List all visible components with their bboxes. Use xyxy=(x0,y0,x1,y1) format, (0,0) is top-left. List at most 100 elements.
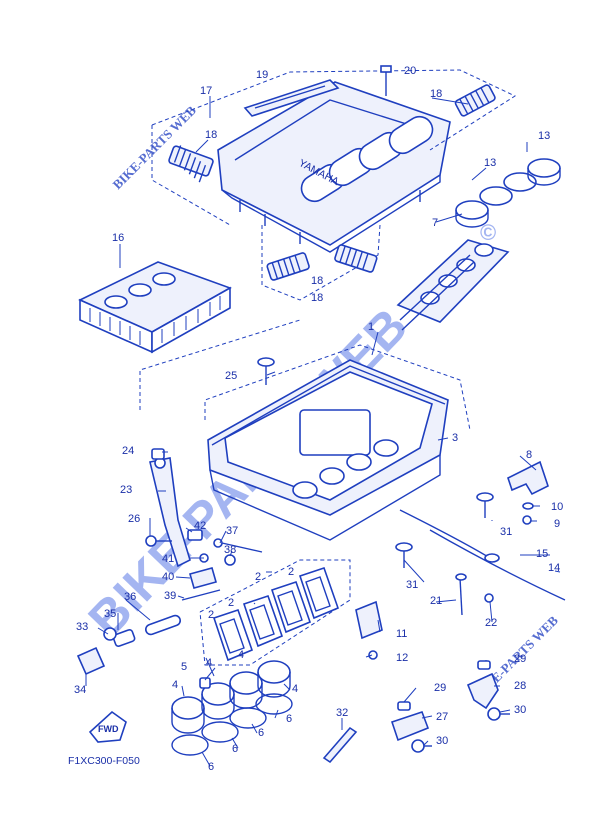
bolt-31-a xyxy=(476,492,494,518)
callout-4a: 4 xyxy=(172,679,178,691)
bracket-27 xyxy=(390,710,430,742)
bolt-30-b xyxy=(411,739,432,753)
velocity-stacks-13 xyxy=(455,158,561,228)
bracket-11 xyxy=(355,600,383,640)
collar-29-b xyxy=(397,701,411,711)
diagram-code: F1XC300-F050 xyxy=(68,755,140,767)
bolt-30-a xyxy=(487,707,510,721)
callout-31a: 31 xyxy=(500,526,512,538)
bolt-20 xyxy=(380,65,392,96)
callout-20: 20 xyxy=(404,65,416,77)
callout-36: 36 xyxy=(124,591,136,603)
callout-18b: 18 xyxy=(430,88,442,100)
intake-gaskets-2 xyxy=(212,566,340,662)
callout-6c: 6 xyxy=(232,743,238,755)
airbox-dashed-frame xyxy=(139,319,471,431)
hose-21 xyxy=(455,573,467,616)
callout-4d: 4 xyxy=(292,683,298,695)
callout-14: 14 xyxy=(548,562,560,574)
bracket-8 xyxy=(507,460,549,496)
hose-joint-39 xyxy=(181,589,221,601)
callout-13a: 13 xyxy=(538,130,550,142)
callout-1: 1 xyxy=(368,321,374,333)
callout-33: 33 xyxy=(76,621,88,633)
callout-12: 12 xyxy=(396,652,408,664)
bolt-25 xyxy=(257,357,275,385)
sensor-42 xyxy=(187,529,203,541)
callout-34: 34 xyxy=(74,684,86,696)
callout-10: 10 xyxy=(551,501,563,513)
callout-2d: 2 xyxy=(208,609,214,621)
fwd-label: FWD xyxy=(98,724,119,734)
collar-29-a xyxy=(477,660,491,670)
callout-6b: 6 xyxy=(258,727,264,739)
callout-19: 19 xyxy=(256,69,268,81)
throttle-body-assembly-7 xyxy=(396,239,510,331)
callout-15: 15 xyxy=(536,548,548,560)
callout-17: 17 xyxy=(200,85,212,97)
cap-34 xyxy=(76,646,106,676)
sensor-33 xyxy=(103,627,117,641)
callout-9: 9 xyxy=(554,518,560,530)
airbox-case xyxy=(207,359,449,541)
callout-18d: 18 xyxy=(311,292,323,304)
grille-18-b xyxy=(454,84,496,117)
callout-41: 41 xyxy=(162,553,174,565)
joint-35 xyxy=(112,628,136,648)
callout-numbers: 1 2 2 2 2 3 4 4 4 4 5 6 6 6 6 7 8 9 10 1… xyxy=(74,65,563,773)
callout-24: 24 xyxy=(122,445,134,457)
leader-lines xyxy=(85,96,561,767)
cover-dashed-frame xyxy=(151,69,517,301)
plug-5 xyxy=(199,677,211,689)
hose-37 xyxy=(213,538,263,553)
callout-18a: 18 xyxy=(205,129,217,141)
grille-18-d xyxy=(334,244,378,273)
callout-2b: 2 xyxy=(288,566,294,578)
seal-strip-19 xyxy=(243,79,340,117)
callout-8: 8 xyxy=(526,449,532,461)
gasket-dashed-frame xyxy=(199,559,351,666)
callout-38: 38 xyxy=(224,544,236,556)
callout-26: 26 xyxy=(128,513,140,525)
callout-28: 28 xyxy=(514,680,526,692)
grille-18-a xyxy=(168,145,214,183)
intake-funnels-4 xyxy=(171,660,291,734)
throttle-cable-14 xyxy=(429,529,566,601)
bolt-9 xyxy=(522,515,532,525)
bracket-23 xyxy=(149,457,191,568)
fwd-arrow: FWD xyxy=(88,710,127,743)
collar-10 xyxy=(522,502,534,510)
screw-12 xyxy=(368,650,378,660)
callout-22: 22 xyxy=(485,617,497,629)
callout-30a: 30 xyxy=(514,704,526,716)
callout-35: 35 xyxy=(104,608,116,620)
callout-13b: 13 xyxy=(484,157,496,169)
callout-23: 23 xyxy=(120,484,132,496)
grommet-24 xyxy=(151,448,165,460)
bracket-40 xyxy=(189,567,217,589)
callout-21: 21 xyxy=(430,595,442,607)
hose-clamps-6 xyxy=(171,693,293,756)
airbox-cover: YAMAHA xyxy=(217,81,451,253)
copyright-mark: © xyxy=(480,220,496,245)
callout-6a: 6 xyxy=(286,713,292,725)
callout-2a: 2 xyxy=(255,571,261,583)
callout-11: 11 xyxy=(396,628,407,640)
callout-32: 32 xyxy=(336,707,348,719)
band-32 xyxy=(322,726,358,764)
callout-4b: 4 xyxy=(206,657,212,669)
callout-42: 42 xyxy=(194,520,206,532)
callout-29a: 29 xyxy=(514,653,526,665)
pipe-36 xyxy=(144,614,182,636)
bracket-28 xyxy=(466,672,499,710)
bolt-26 xyxy=(145,535,172,547)
callout-18c: 18 xyxy=(311,275,323,287)
clip-22 xyxy=(484,593,494,603)
callout-4c: 4 xyxy=(238,649,244,661)
callout-25: 25 xyxy=(225,370,237,382)
callout-2c: 2 xyxy=(228,597,234,609)
callout-3: 3 xyxy=(452,432,458,444)
grille-18-c xyxy=(266,252,310,281)
clamp-38 xyxy=(224,554,236,566)
